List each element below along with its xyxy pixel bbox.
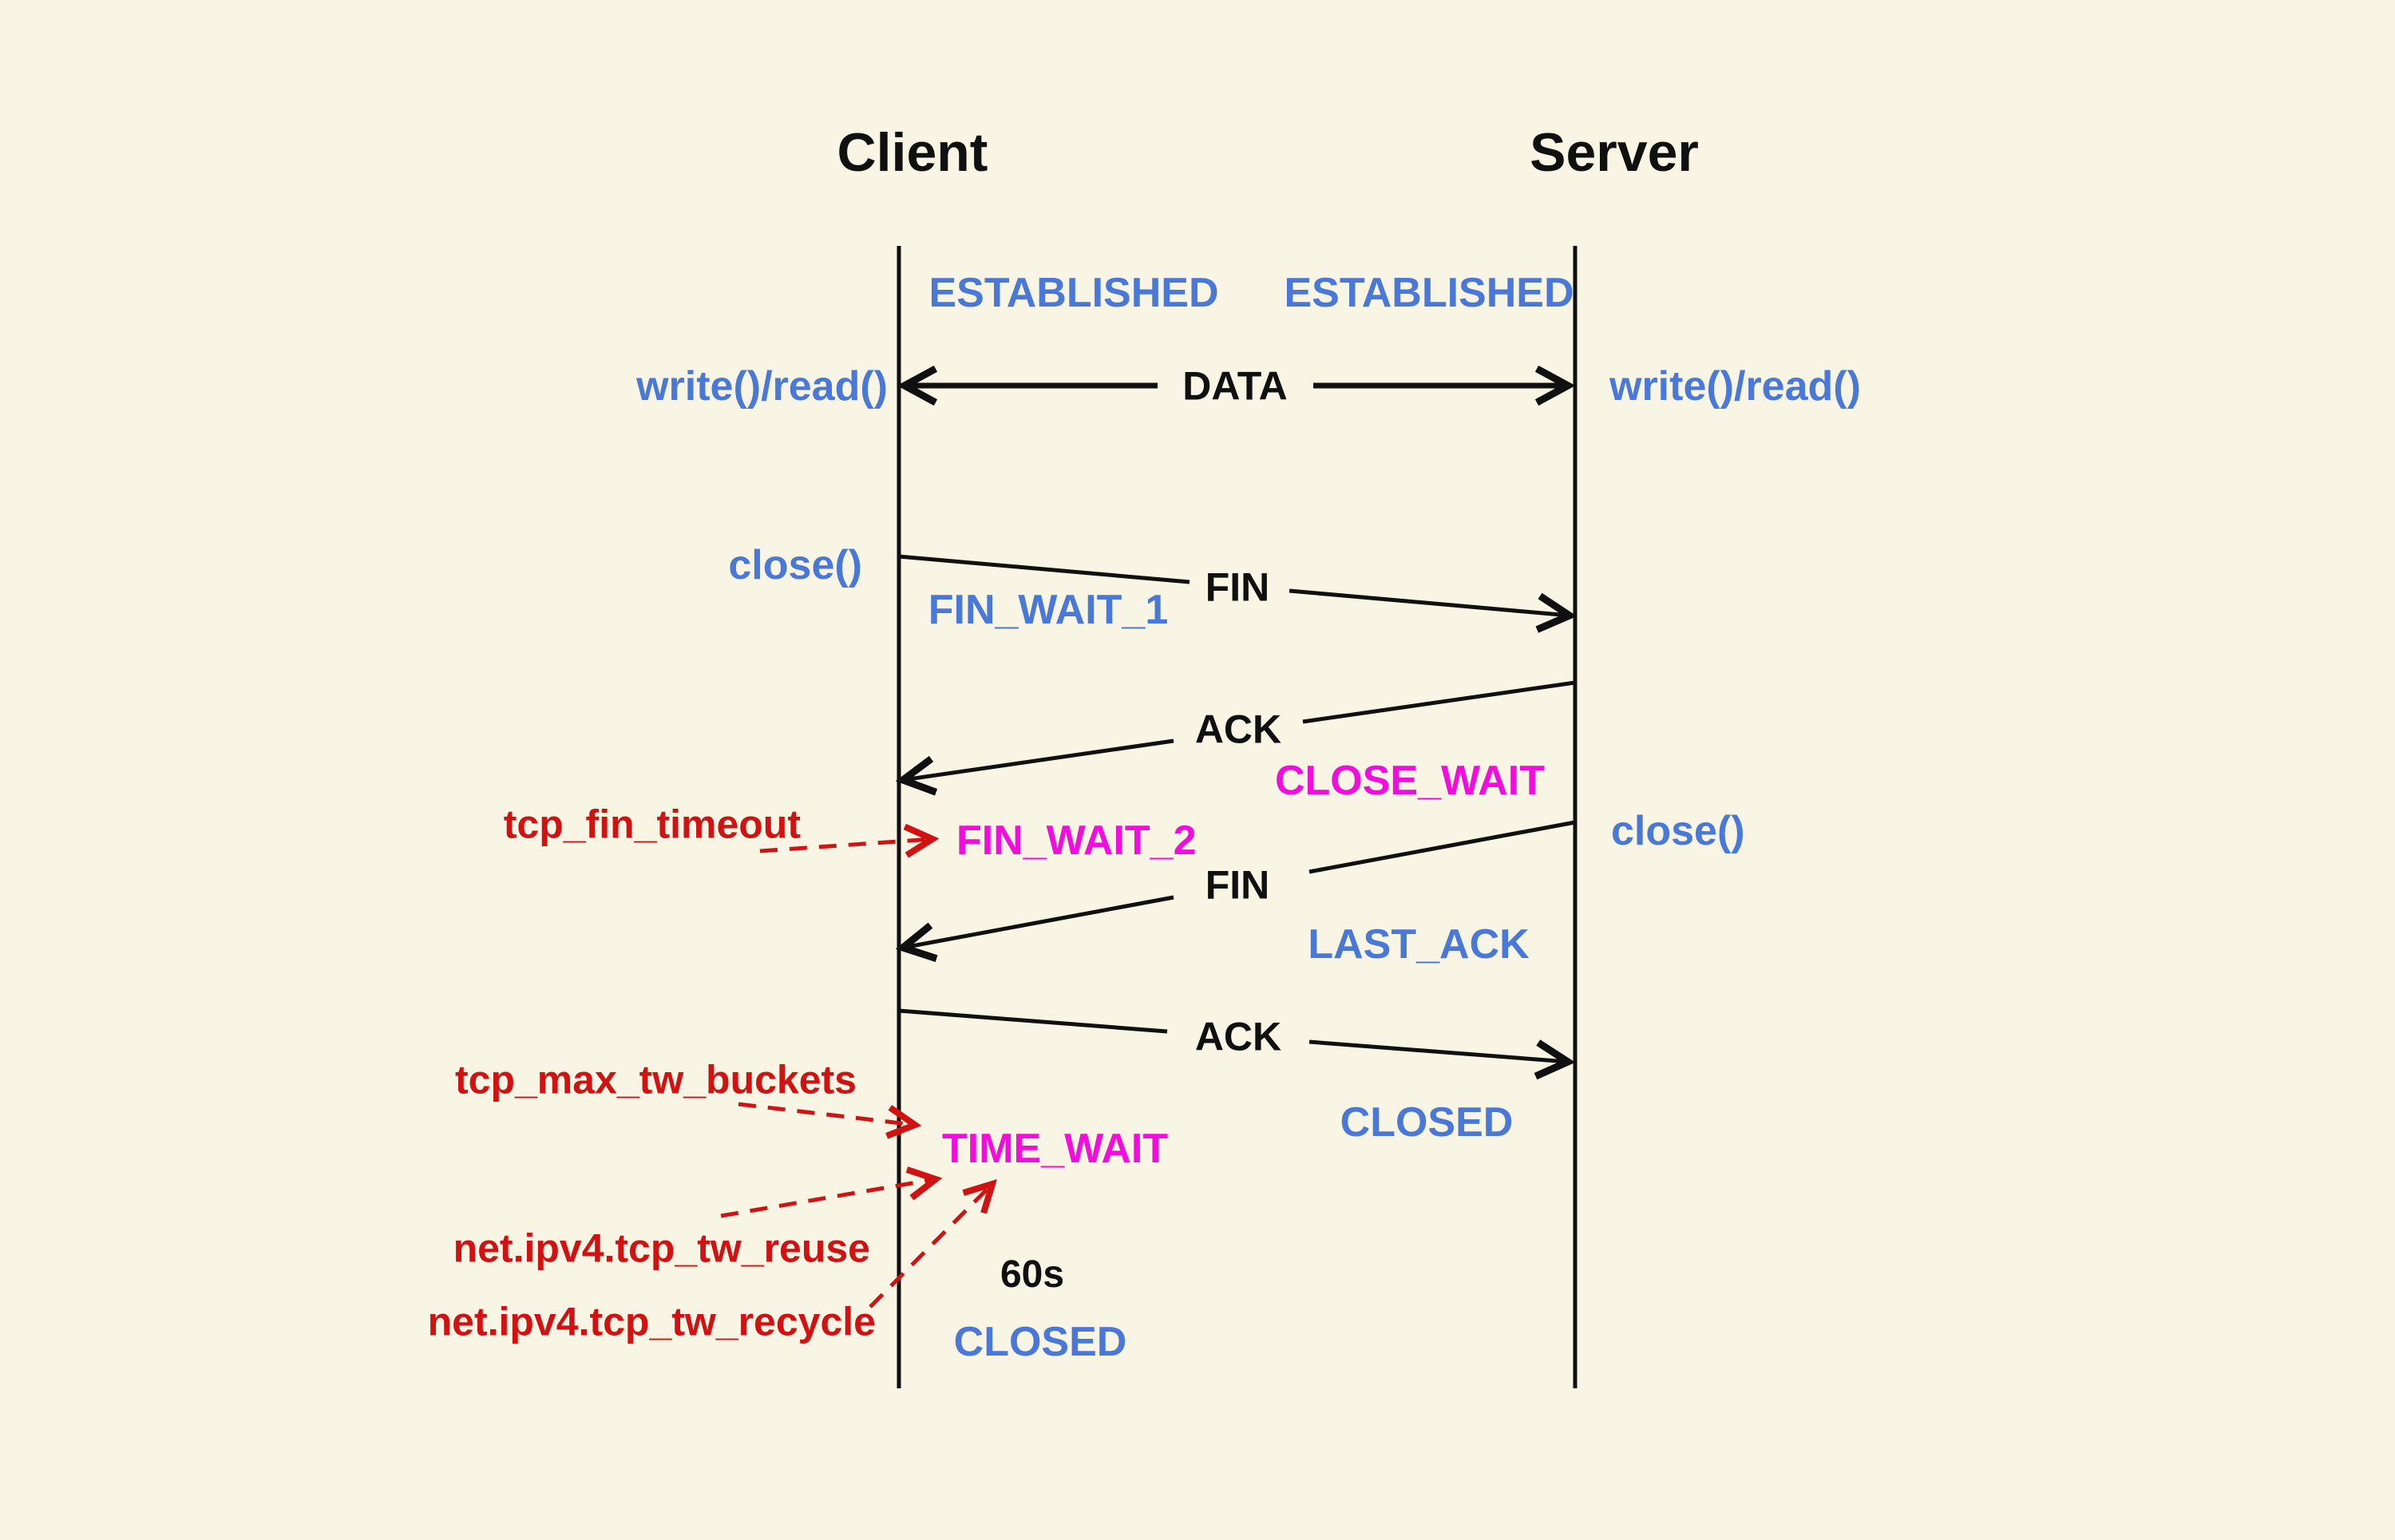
server-state-close-wait: CLOSE_WAIT bbox=[1275, 758, 1545, 804]
fin-arrow-server-to-client: FIN bbox=[903, 820, 1576, 948]
server-write-read-label: write()/read() bbox=[1609, 363, 1861, 410]
client-state-fin-wait-1: FIN_WAIT_1 bbox=[928, 587, 1169, 633]
data-arrow-label: DATA bbox=[1182, 364, 1287, 409]
data-arrow: DATA bbox=[905, 364, 1568, 409]
client-state-established: ESTABLISHED bbox=[928, 270, 1218, 316]
tunable-tcp-max-tw-buckets: tcp_max_tw_buckets bbox=[455, 1058, 857, 1103]
ack-arrow-client-to-server: ACK bbox=[898, 1008, 1568, 1062]
tunable-tcp-fin-timeout: tcp_fin_timeout bbox=[504, 802, 802, 847]
ack2-label: ACK bbox=[1195, 1015, 1281, 1059]
ack-arrow-server-to-client: ACK bbox=[903, 680, 1576, 780]
client-close-label: close() bbox=[728, 542, 862, 588]
ack1-label: ACK bbox=[1195, 707, 1281, 752]
client-state-time-wait: TIME_WAIT bbox=[942, 1126, 1168, 1172]
fin2-label: FIN bbox=[1205, 863, 1270, 908]
tcp-tw-reuse-dashed-arrow bbox=[720, 1179, 936, 1218]
tcp-tw-recycle-dashed-arrow bbox=[869, 1184, 992, 1308]
server-state-established: ESTABLISHED bbox=[1284, 270, 1574, 316]
fin1-label: FIN bbox=[1205, 565, 1270, 610]
tunable-tcp-tw-reuse: net.ipv4.tcp_tw_reuse bbox=[453, 1226, 870, 1271]
client-state-fin-wait-2: FIN_WAIT_2 bbox=[956, 818, 1197, 864]
tunable-tcp-tw-recycle: net.ipv4.tcp_tw_recycle bbox=[428, 1300, 876, 1344]
client-title: Client bbox=[837, 122, 988, 183]
server-state-closed: CLOSED bbox=[1340, 1099, 1514, 1146]
server-state-last-ack: LAST_ACK bbox=[1308, 921, 1530, 968]
client-state-closed: CLOSED bbox=[954, 1319, 1127, 1365]
tcp-max-tw-buckets-dashed-arrow bbox=[738, 1102, 915, 1125]
client-write-read-label: write()/read() bbox=[635, 363, 888, 410]
time-wait-duration-label: 60s bbox=[1000, 1253, 1064, 1296]
fin-arrow-client-to-server: FIN bbox=[898, 554, 1570, 616]
server-title: Server bbox=[1530, 122, 1699, 183]
server-close-label: close() bbox=[1611, 808, 1745, 854]
